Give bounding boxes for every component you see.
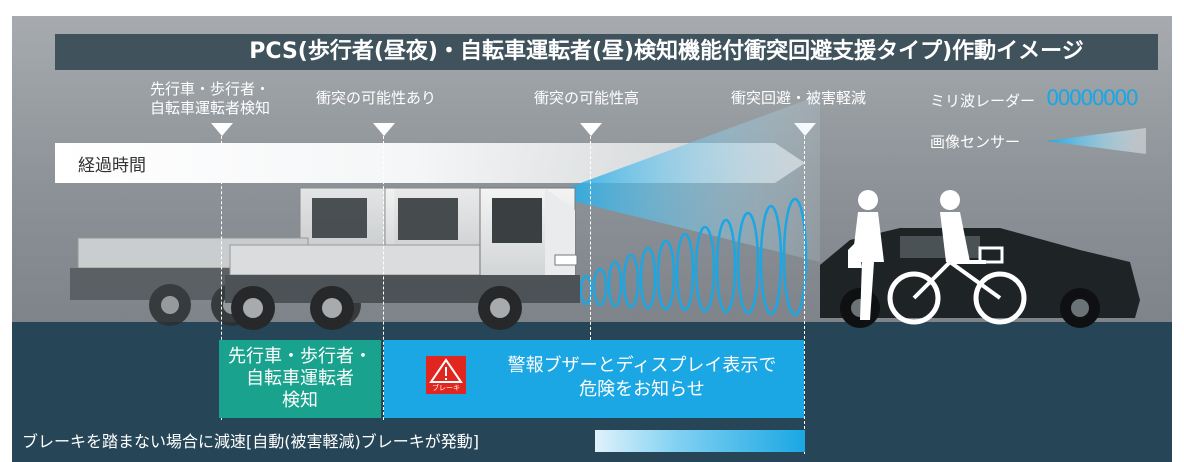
elapsed-time-label: 経過時間 bbox=[78, 156, 146, 176]
stage-possible-text: 衝突の可能性あり bbox=[316, 89, 437, 107]
stage-guide-detect bbox=[221, 136, 222, 420]
stage-label-avoid: 衝突回避・被害軽減 bbox=[731, 89, 866, 108]
stage-marker-detect bbox=[211, 123, 233, 136]
truck-front bbox=[225, 187, 580, 330]
auto-brake-bar bbox=[595, 430, 805, 452]
stage-guide-avoid bbox=[804, 136, 805, 454]
stage-guide-possible bbox=[383, 136, 384, 420]
brake-icon-caption: ブレーキ bbox=[432, 384, 460, 392]
cyclist-silhouette bbox=[887, 190, 1027, 325]
stage-label-high: 衝突の可能性高 bbox=[534, 89, 639, 108]
radar-legend-label: ミリ波レーダー bbox=[930, 92, 1036, 110]
camera-legend-label: 画像センサー bbox=[930, 133, 1021, 151]
phase-warning-line1: 警報ブザーとディスプレイ表示で bbox=[507, 355, 777, 376]
stage-detect-line1: 先行車・歩行者・ bbox=[150, 80, 271, 98]
camera-legend-symbol bbox=[1046, 128, 1146, 154]
phase-warning-text: 警報ブザーとディスプレイ表示で 危険をお知らせ bbox=[492, 354, 792, 402]
stage-label-possible: 衝突の可能性あり bbox=[316, 89, 436, 108]
diagram-title: PCS(歩行者(昼夜)・自転車運転者(昼)検知機能付衝突回避支援タイプ)作動イメ… bbox=[55, 34, 1158, 70]
stage-label-detect: 先行車・歩行者・ 自転車運転者検知 bbox=[150, 80, 270, 118]
stage-guide-high bbox=[590, 136, 591, 340]
stage-detect-line2: 自転車運転者検知 bbox=[150, 99, 271, 117]
stage-marker-possible bbox=[373, 123, 395, 136]
auto-brake-label: ブレーキを踏まない場合に減速[自動(被害軽減)ブレーキが発動] bbox=[22, 432, 479, 451]
stage-marker-high bbox=[580, 123, 602, 136]
phase-detect-line2: 自転車運転者 bbox=[246, 368, 354, 389]
phase-warning-box: ブレーキ 警報ブザーとディスプレイ表示で 危険をお知らせ bbox=[384, 340, 804, 418]
radar-legend-symbol: 00000000 bbox=[1046, 86, 1139, 110]
phase-warning-line2: 危険をお知らせ bbox=[579, 379, 705, 400]
pedestrian-silhouette bbox=[848, 190, 884, 320]
phase-detect-line3: 検知 bbox=[282, 390, 318, 411]
phase-detect-line1: 先行車・歩行者・ bbox=[228, 346, 372, 367]
phase-detect-box: 先行車・歩行者・ 自転車運転者 検知 bbox=[219, 340, 381, 418]
radar-waves bbox=[579, 197, 808, 317]
brake-warning-icon: ブレーキ bbox=[426, 356, 466, 394]
stage-high-text: 衝突の可能性高 bbox=[534, 89, 640, 107]
title-text: PCS(歩行者(昼夜)・自転車運転者(昼)検知機能付衝突回避支援タイプ)作動イメ… bbox=[249, 39, 1084, 64]
warning-triangle-icon bbox=[429, 358, 463, 383]
stage-avoid-text: 衝突回避・被害軽減 bbox=[731, 89, 867, 107]
